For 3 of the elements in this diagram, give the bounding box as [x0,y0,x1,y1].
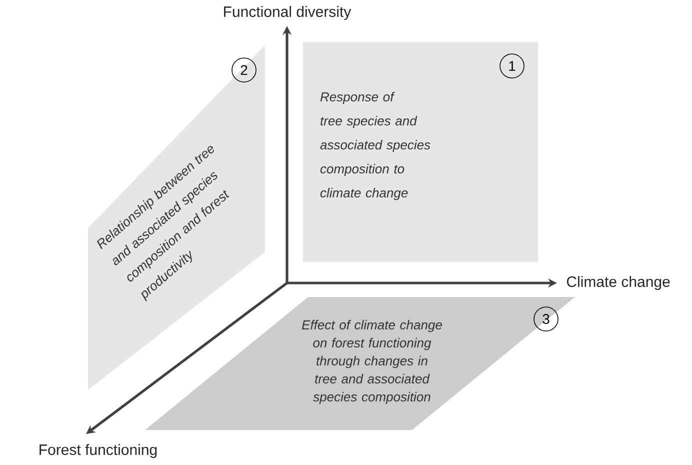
axis-label: Functional diversity [224,6,352,20]
axis-label: Climate change [566,276,670,290]
axis-label: Forest functioning [40,444,157,458]
